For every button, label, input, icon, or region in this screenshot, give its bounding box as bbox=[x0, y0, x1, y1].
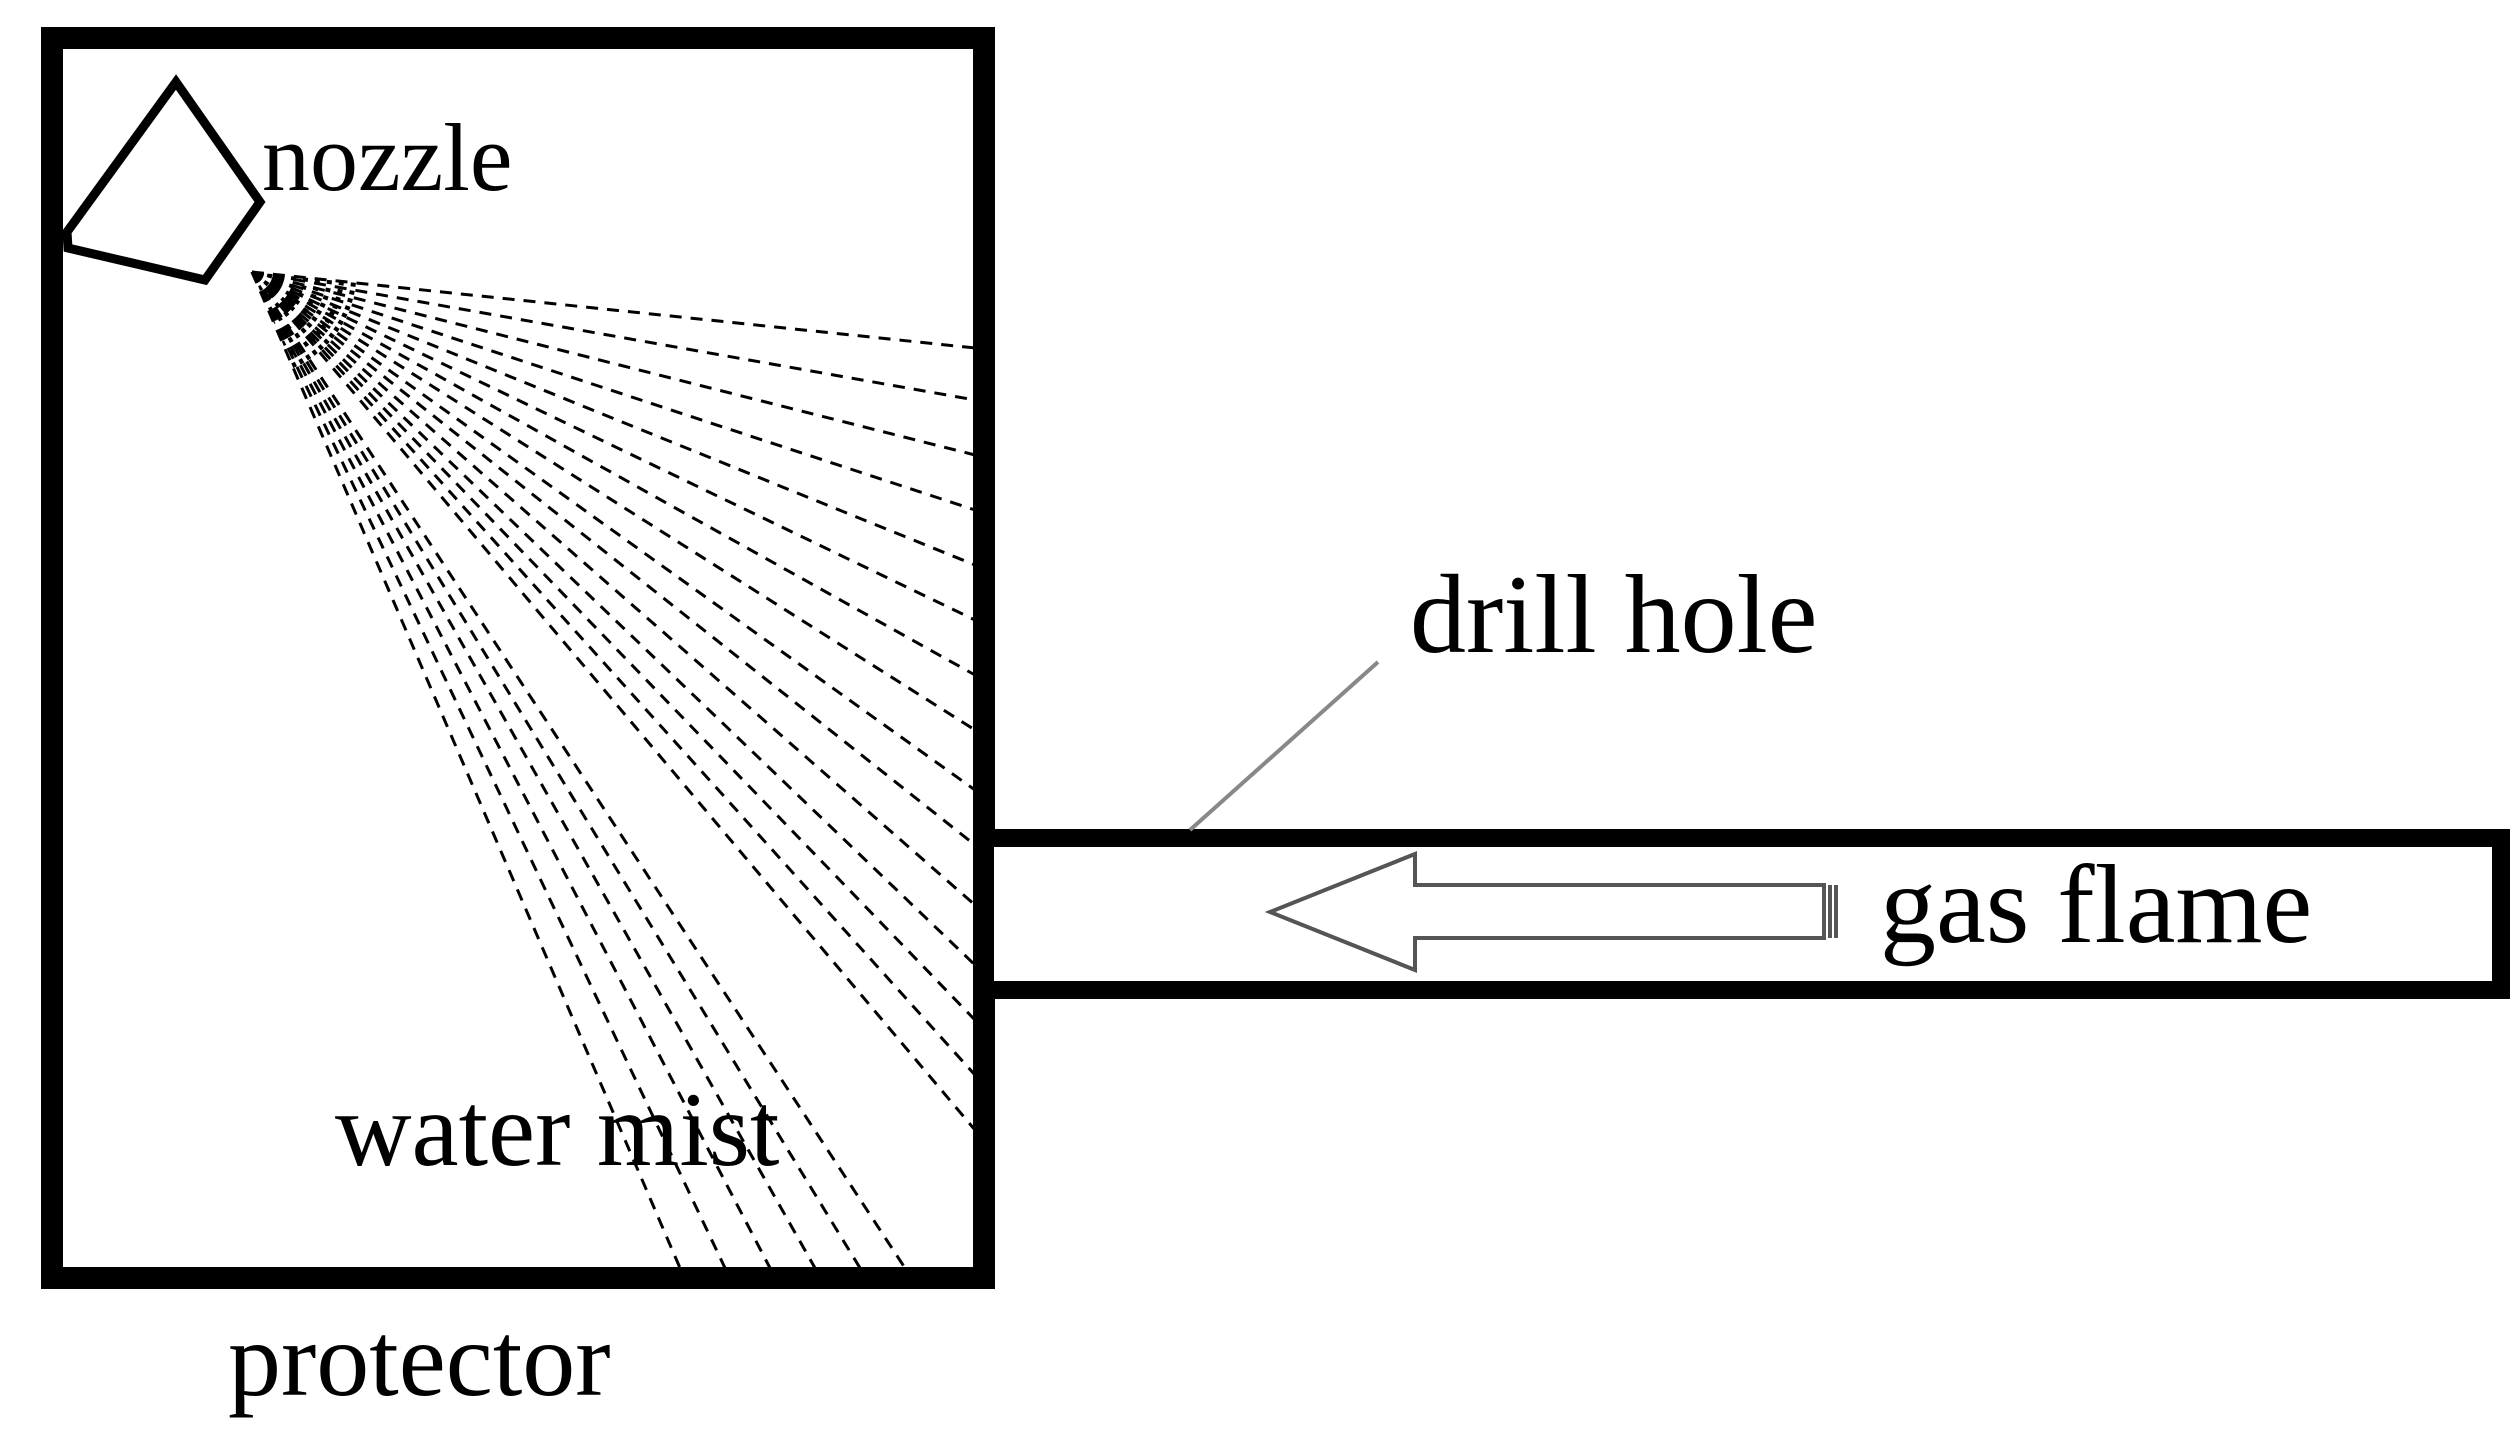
mist-ray bbox=[251, 270, 976, 907]
mist-ray bbox=[250, 271, 862, 1269]
mist-ray bbox=[250, 271, 682, 1269]
mist-ray bbox=[251, 270, 976, 350]
mist-ray bbox=[251, 270, 976, 732]
nozzle-shape bbox=[62, 74, 266, 286]
mist-ray bbox=[250, 271, 817, 1269]
spray-arc bbox=[281, 279, 333, 346]
nozzle-label: nozzle bbox=[262, 104, 513, 211]
gas-flame-label: gas flame bbox=[1880, 843, 2312, 967]
water-mist-label: water mist bbox=[335, 1071, 780, 1188]
mist-ray bbox=[251, 270, 976, 677]
mist-ray bbox=[251, 270, 976, 567]
mist-ray bbox=[250, 270, 977, 1022]
drill-hole-leader-line bbox=[1188, 660, 1380, 832]
mist-ray bbox=[251, 270, 976, 847]
water-mist-rays bbox=[250, 270, 977, 1269]
spray-arc bbox=[257, 273, 273, 291]
spray-arc bbox=[267, 276, 297, 313]
mist-ray bbox=[250, 271, 727, 1269]
gas-flame-arrow bbox=[1264, 851, 1838, 973]
mist-ray bbox=[250, 271, 772, 1269]
drill-hole-tube bbox=[976, 829, 2510, 999]
mist-ray bbox=[250, 271, 907, 1269]
protector-label: protector bbox=[228, 1301, 611, 1418]
mist-ray bbox=[251, 270, 976, 512]
spray-arc bbox=[286, 281, 344, 357]
protector-box bbox=[41, 27, 995, 1289]
drill-hole-label: drill hole bbox=[1410, 553, 1817, 677]
mist-ray bbox=[250, 270, 977, 967]
mist-ray bbox=[250, 271, 977, 1131]
mist-ray bbox=[251, 270, 976, 457]
mist-ray bbox=[251, 270, 976, 402]
mist-ray bbox=[251, 270, 976, 622]
mist-ray bbox=[251, 270, 976, 792]
